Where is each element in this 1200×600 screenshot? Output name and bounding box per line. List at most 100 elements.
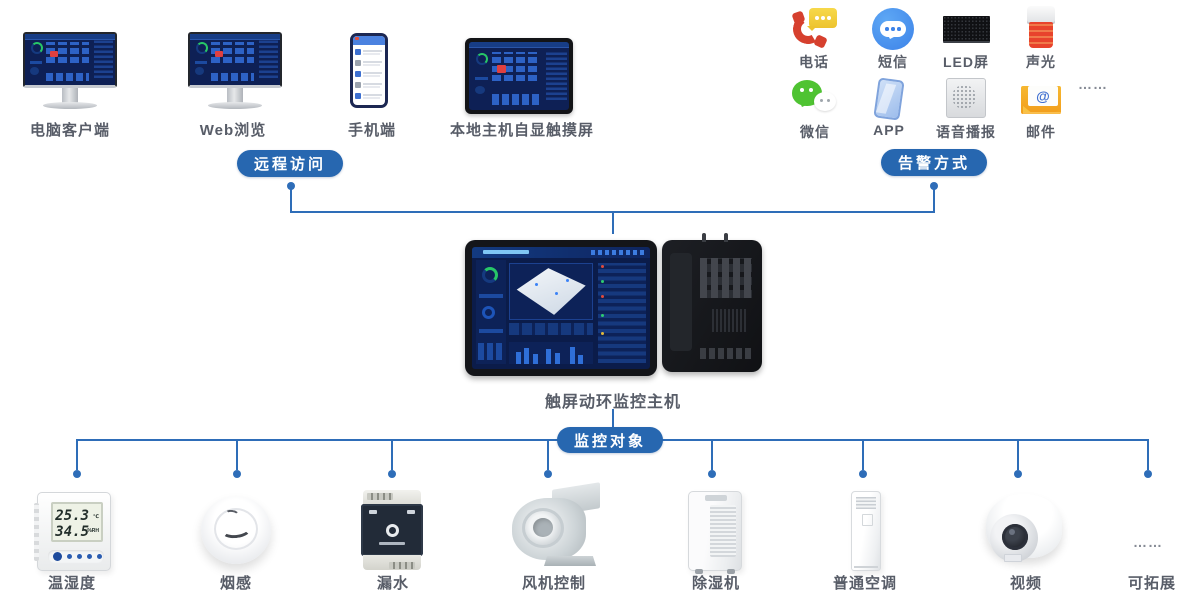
connector-line	[612, 211, 614, 234]
temp-humidity-label: 温湿度	[47, 575, 96, 592]
terminal-strip	[700, 348, 752, 359]
list-row	[355, 70, 383, 77]
led-panel	[943, 16, 990, 43]
thumbnail	[355, 82, 361, 88]
panel-button	[386, 524, 399, 537]
connector-line	[290, 188, 292, 212]
telephone-label: 电话	[799, 54, 829, 70]
camera-lens	[1002, 524, 1028, 550]
connector-dot	[388, 470, 396, 478]
connector-dot	[73, 470, 81, 478]
sound-light-label: 声光	[1026, 54, 1056, 70]
tile-grid	[210, 41, 254, 64]
at-symbol: @	[1036, 88, 1050, 104]
tile-grid	[45, 41, 89, 64]
fan-control-label: 风机控制	[521, 575, 586, 592]
monitor-stand	[62, 88, 78, 103]
connector-line	[711, 439, 713, 470]
video-label: 视频	[1009, 575, 1042, 592]
wechat-bubble-big	[792, 80, 822, 106]
connector-dot	[708, 470, 716, 478]
connector-line	[391, 439, 393, 470]
dehumidifier-illustration	[688, 491, 742, 574]
connector-line	[933, 188, 935, 212]
led-screen-label: LED屏	[943, 54, 989, 70]
grille	[710, 505, 736, 557]
phone-camera-dot	[355, 37, 359, 40]
status-dot-green	[600, 279, 604, 283]
fan-illustration	[510, 482, 602, 572]
terminal-block	[389, 562, 415, 569]
humidity-unit: %RH	[87, 528, 99, 534]
phone-notch	[361, 33, 377, 36]
sms-icon	[870, 8, 916, 54]
dashboard-header	[472, 247, 650, 258]
web-browser-illustration	[188, 32, 282, 112]
ac-grille	[856, 497, 876, 509]
sensor-lcd: 25.3 ℃ 34.5 %RH	[51, 502, 103, 542]
temperature-value: 25.3	[55, 508, 89, 524]
phone-screen	[353, 36, 385, 105]
wechat-label: 微信	[800, 124, 830, 140]
screen-shine	[875, 83, 897, 114]
dashboard-title-bar	[482, 250, 529, 254]
connector-line	[547, 439, 549, 470]
text-line	[363, 86, 380, 88]
voice-broadcast-icon	[944, 78, 990, 124]
camera-label-plate	[1004, 554, 1022, 562]
left-gauge2	[30, 66, 40, 75]
dashboard-ui	[190, 34, 280, 85]
isometric-room	[516, 268, 586, 315]
left-row	[478, 293, 503, 298]
connector-line	[862, 439, 864, 470]
gauge-widget-2	[482, 306, 496, 320]
temperature-unit: ℃	[92, 514, 99, 520]
letter: @	[1028, 86, 1058, 106]
ac-base	[854, 566, 878, 568]
room-map-panel	[509, 262, 594, 321]
left-bar	[195, 60, 208, 64]
text-line	[363, 75, 380, 77]
sms-label: 短信	[878, 54, 908, 70]
right-list	[259, 40, 279, 78]
fan-inlet	[522, 508, 564, 548]
temp-humidity-sensor-illustration: 25.3 ℃ 34.5 %RH	[34, 492, 111, 571]
app-icon	[868, 77, 914, 124]
siren-top	[1027, 6, 1055, 24]
phone-app-header	[353, 36, 385, 45]
right-list	[546, 50, 567, 101]
panel-led	[369, 510, 377, 514]
left-bar	[475, 77, 488, 81]
touchscreen-host-illustration	[465, 240, 657, 376]
monitor-stand	[227, 88, 243, 103]
sms-bubble	[880, 21, 906, 37]
dashboard-topbar	[25, 34, 115, 40]
connector-line	[1147, 439, 1149, 470]
status-dot-red	[600, 294, 604, 298]
wheel	[695, 569, 703, 574]
list-row	[355, 81, 383, 88]
alert-tile	[497, 65, 506, 73]
envelope: @	[1021, 86, 1061, 114]
left-bar	[30, 60, 43, 64]
vent-grille	[712, 308, 746, 333]
dashboard-ui	[469, 42, 569, 110]
status-dot-green	[600, 314, 604, 318]
map-marker	[534, 283, 538, 287]
connector-dot	[287, 182, 295, 190]
connector-dot	[1014, 470, 1022, 478]
bubble-tail	[807, 26, 817, 36]
status-dot-yellow	[600, 332, 604, 336]
app-phone	[873, 77, 905, 121]
app-label: APP	[873, 122, 905, 138]
left-gauge2	[475, 85, 485, 94]
dehumidifier-label: 除湿机	[691, 575, 740, 592]
air-conditioner-illustration	[851, 491, 881, 571]
thumbnail	[355, 60, 361, 66]
monitor-screen	[188, 32, 282, 88]
thumbnail	[355, 49, 361, 55]
local-host-label: 本地主机自显触摸屏	[449, 122, 594, 139]
speaker-grille	[952, 85, 976, 109]
water-leak-controller-illustration	[361, 490, 423, 572]
envelope-front	[1023, 112, 1061, 114]
